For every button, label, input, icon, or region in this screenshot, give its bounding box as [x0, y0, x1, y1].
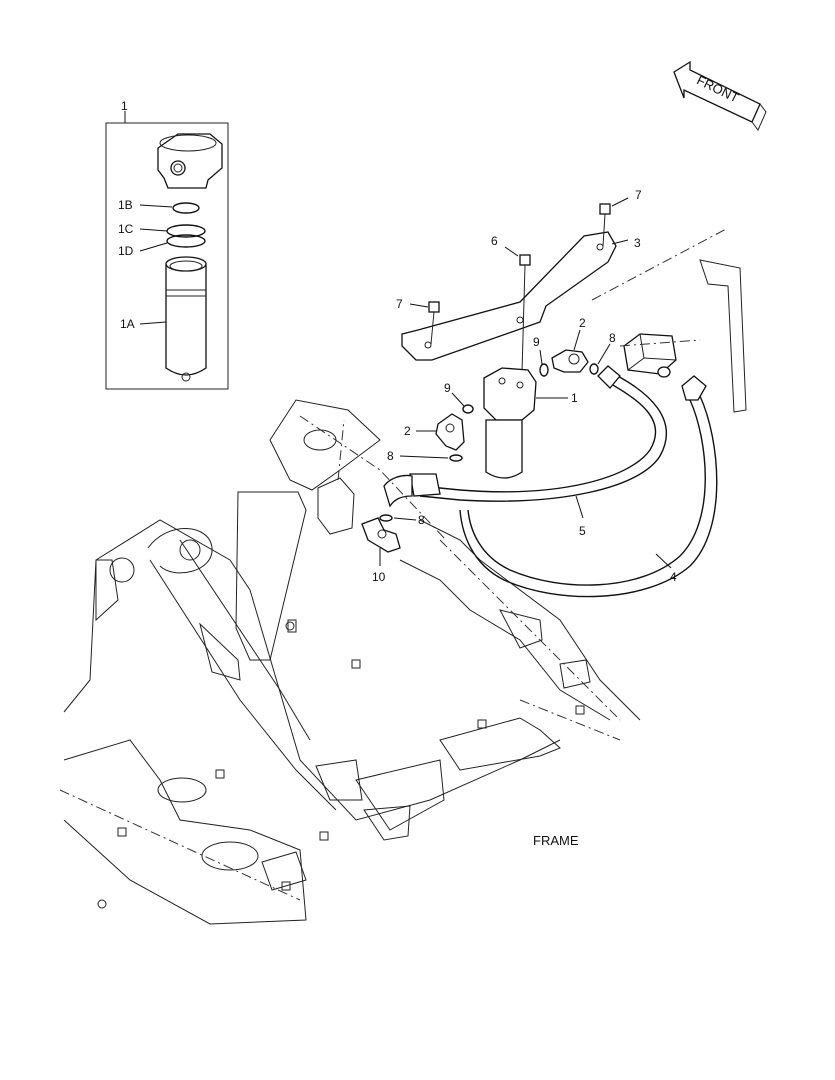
fittings-left: [399, 392, 474, 462]
front-arrow: FRONT: [673, 60, 767, 131]
filter-exploded-view: [105, 111, 229, 390]
callout-1-top: 1: [121, 99, 128, 113]
callout-1c: 1C: [118, 222, 134, 236]
callout-9-right: 9: [533, 335, 540, 349]
callout-7-left: 7: [396, 297, 403, 311]
callout-4: 4: [670, 570, 677, 584]
callout-2-right: 2: [579, 316, 586, 330]
bolt-6: [504, 246, 531, 373]
machine-frame: [59, 227, 747, 925]
callout-1d: 1D: [118, 244, 134, 258]
bolt-7-left: [409, 301, 440, 345]
hose-4: [459, 375, 718, 598]
filter-assembly: [483, 367, 568, 479]
callout-3: 3: [634, 236, 641, 250]
valve-block: [623, 333, 677, 378]
callout-8-right: 8: [609, 331, 616, 345]
callout-1-filter: 1: [571, 391, 578, 405]
hose-5: [383, 365, 667, 519]
callout-8-tee: 8: [418, 513, 425, 527]
callout-9-left: 9: [444, 381, 451, 395]
bolt-7-top: [599, 197, 629, 247]
mounting-bracket: [401, 231, 629, 361]
tee-fitting: [361, 514, 417, 566]
callout-8-left: 8: [387, 449, 394, 463]
fittings-right: [539, 329, 611, 377]
callout-5: 5: [579, 524, 586, 538]
callout-1b: 1B: [118, 198, 133, 212]
frame-label: FRAME: [533, 833, 579, 848]
callout-1a: 1A: [120, 317, 135, 331]
callout-7-top: 7: [635, 188, 642, 202]
callout-2-left: 2: [404, 424, 411, 438]
callout-10: 10: [372, 570, 386, 584]
callout-6: 6: [491, 234, 498, 248]
